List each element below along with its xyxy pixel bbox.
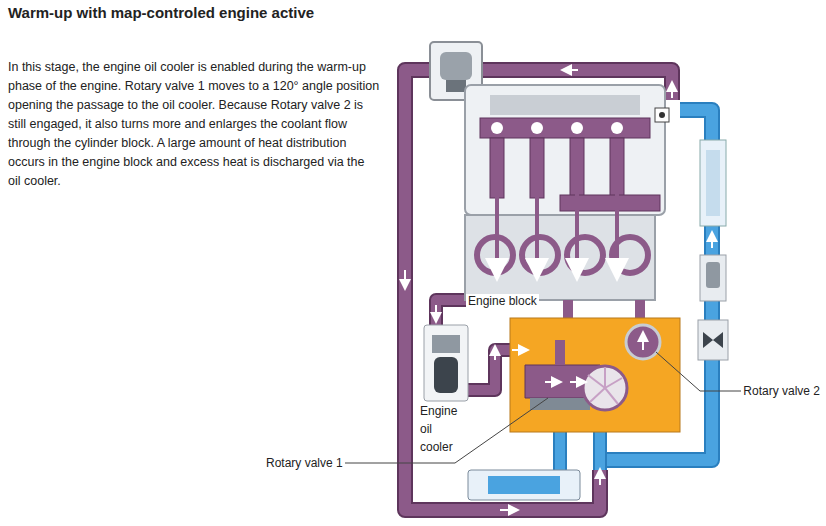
description-text: In this stage, the engine oil cooler is … (8, 58, 380, 191)
part-label: Engine oil cooler (420, 402, 464, 456)
part-label: Engine block (466, 294, 539, 308)
diagram-title: Warm-up with map-controled engine active (8, 4, 314, 21)
part-label: Rotary valve 1 (264, 456, 345, 470)
part-label: Rotary valve 2 (741, 384, 822, 398)
